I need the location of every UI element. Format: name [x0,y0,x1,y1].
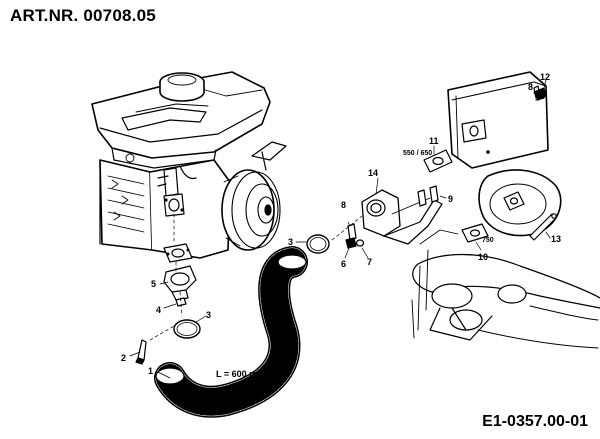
callout-9: 9 [448,194,453,204]
callout-1: 1 [148,366,153,376]
callout-8-muffler: 8 [528,82,533,92]
engine-illustration [91,71,287,259]
callout-6: 6 [341,259,346,269]
muffler-adapter-bracket [331,185,443,249]
flexible-exhaust-hose [154,246,308,418]
callout-11: 11 [429,136,439,146]
callout-14: 14 [368,168,378,178]
callout-4: 4 [156,305,161,315]
callout-3-lower: 3 [206,310,211,320]
hose-length-annotation: L = 600 mm [216,369,265,379]
muffler-round [461,169,562,243]
callout-10: 10 [478,252,488,262]
callout-12: 12 [540,72,550,82]
callout-numbers: 1 2 3 3 4 5 6 7 8 8 9 10 11 12 13 14 L =… [121,72,561,379]
article-number: ART.NR. 00708.05 [10,6,156,25]
callout-3-upper: 3 [288,237,293,247]
mower-frame [411,229,600,349]
drawing-code: E1-0357.00-01 [482,413,588,430]
callout-13: 13 [551,234,561,244]
callout-5: 5 [151,279,156,289]
exhaust-flange-parts [135,213,201,365]
muffler-body [423,71,549,173]
gasket-10-variant: 750 [482,237,494,244]
callout-7: 7 [367,257,372,267]
callout-2: 2 [121,353,126,363]
hose-clamp-upper [306,234,330,254]
callout-8-bracket: 8 [341,200,346,210]
leader-lines [129,79,551,379]
gasket-11-variant: 550 / 650 [403,150,432,157]
